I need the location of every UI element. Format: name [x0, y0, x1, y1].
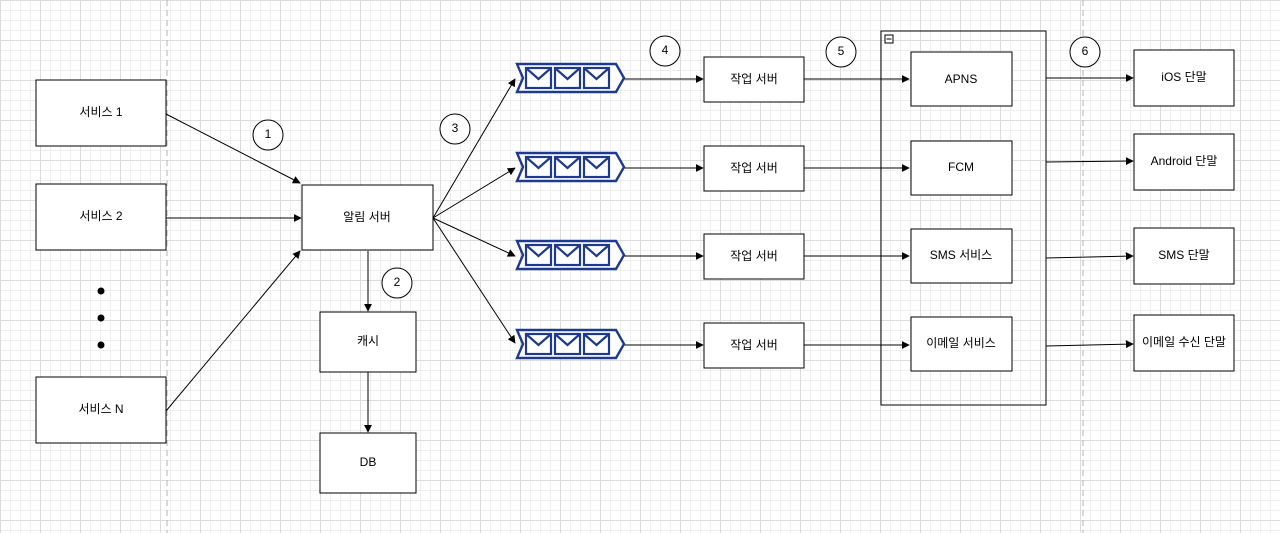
- step-number: 2: [394, 275, 401, 289]
- fcm-node[interactable]: FCM: [910, 140, 1013, 196]
- worker-server-node-4[interactable]: 작업 서버: [703, 322, 805, 369]
- notification-server-label: 알림 서버: [343, 210, 391, 224]
- db-node[interactable]: DB: [319, 432, 417, 494]
- email-device-node[interactable]: 이메일 수신 단말: [1133, 314, 1235, 372]
- ellipsis-dots: [97, 287, 105, 349]
- fcm-label: FCM: [948, 160, 974, 174]
- sms-service-node[interactable]: SMS 서비스: [910, 228, 1013, 284]
- cache-node[interactable]: 캐시: [319, 311, 417, 373]
- edge-server-queue2: [432, 167, 516, 219]
- edge-service1-server: [165, 113, 301, 184]
- service-n-label: 서비스 N: [78, 402, 123, 416]
- step-badge-6: 6: [1069, 36, 1101, 68]
- edge-fcm-android: [1045, 157, 1134, 166]
- worker-server-node-3[interactable]: 작업 서버: [703, 233, 805, 280]
- edge-server-queue3: [432, 217, 516, 257]
- worker-server-node-1[interactable]: 작업 서버: [703, 56, 805, 103]
- edge-server-queue1: [432, 78, 516, 219]
- step-number: 4: [662, 43, 669, 57]
- step-number: 1: [265, 127, 272, 141]
- worker-server-node-2[interactable]: 작업 서버: [703, 145, 805, 192]
- cache-label: 캐시: [357, 334, 379, 348]
- service-n-node[interactable]: 서비스 N: [35, 376, 167, 444]
- sms-service-label: SMS 서비스: [930, 248, 992, 262]
- ios-device-node[interactable]: iOS 단말: [1133, 49, 1235, 107]
- sms-device-label: SMS 단말: [1158, 248, 1209, 262]
- service-1-label: 서비스 1: [79, 105, 122, 119]
- email-device-label: 이메일 수신 단말: [1142, 335, 1226, 349]
- db-label: DB: [360, 455, 377, 469]
- notification-server-node[interactable]: 알림 서버: [301, 184, 434, 251]
- step-badge-4: 4: [649, 35, 681, 67]
- edge-serviceN-server: [165, 250, 301, 412]
- worker-server-label: 작업 서버: [730, 72, 778, 86]
- ios-device-label: iOS 단말: [1161, 70, 1206, 84]
- android-device-node[interactable]: Android 단말: [1133, 133, 1235, 191]
- email-service-node[interactable]: 이메일 서비스: [910, 316, 1013, 372]
- message-queue-icon[interactable]: [515, 62, 626, 94]
- message-queue-icon[interactable]: [515, 151, 626, 183]
- step-number: 3: [452, 121, 459, 135]
- service-2-label: 서비스 2: [79, 209, 122, 223]
- message-queue-icon[interactable]: [515, 328, 626, 360]
- worker-server-label: 작업 서버: [730, 249, 778, 263]
- sms-device-node[interactable]: SMS 단말: [1133, 227, 1235, 285]
- edge-email-device: [1045, 340, 1134, 349]
- worker-server-label: 작업 서버: [730, 338, 778, 352]
- edge-server-queue4: [432, 217, 516, 344]
- step-number: 5: [838, 44, 845, 58]
- service-2-node[interactable]: 서비스 2: [35, 183, 167, 251]
- service-1-node[interactable]: 서비스 1: [35, 79, 167, 147]
- collapse-icon[interactable]: [884, 34, 894, 44]
- email-service-label: 이메일 서비스: [926, 336, 996, 350]
- android-device-label: Android 단말: [1151, 154, 1218, 168]
- apns-label: APNS: [945, 72, 978, 86]
- provider-group: [880, 30, 1047, 406]
- apns-node[interactable]: APNS: [910, 51, 1013, 107]
- edge-sms-device: [1045, 252, 1134, 261]
- step-badge-5: 5: [825, 36, 857, 68]
- step-badge-2: 2: [381, 267, 413, 299]
- step-badge-3: 3: [439, 113, 471, 145]
- worker-server-label: 작업 서버: [730, 161, 778, 175]
- step-badge-1: 1: [252, 119, 284, 151]
- step-number: 6: [1082, 44, 1089, 58]
- message-queue-icon[interactable]: [515, 239, 626, 271]
